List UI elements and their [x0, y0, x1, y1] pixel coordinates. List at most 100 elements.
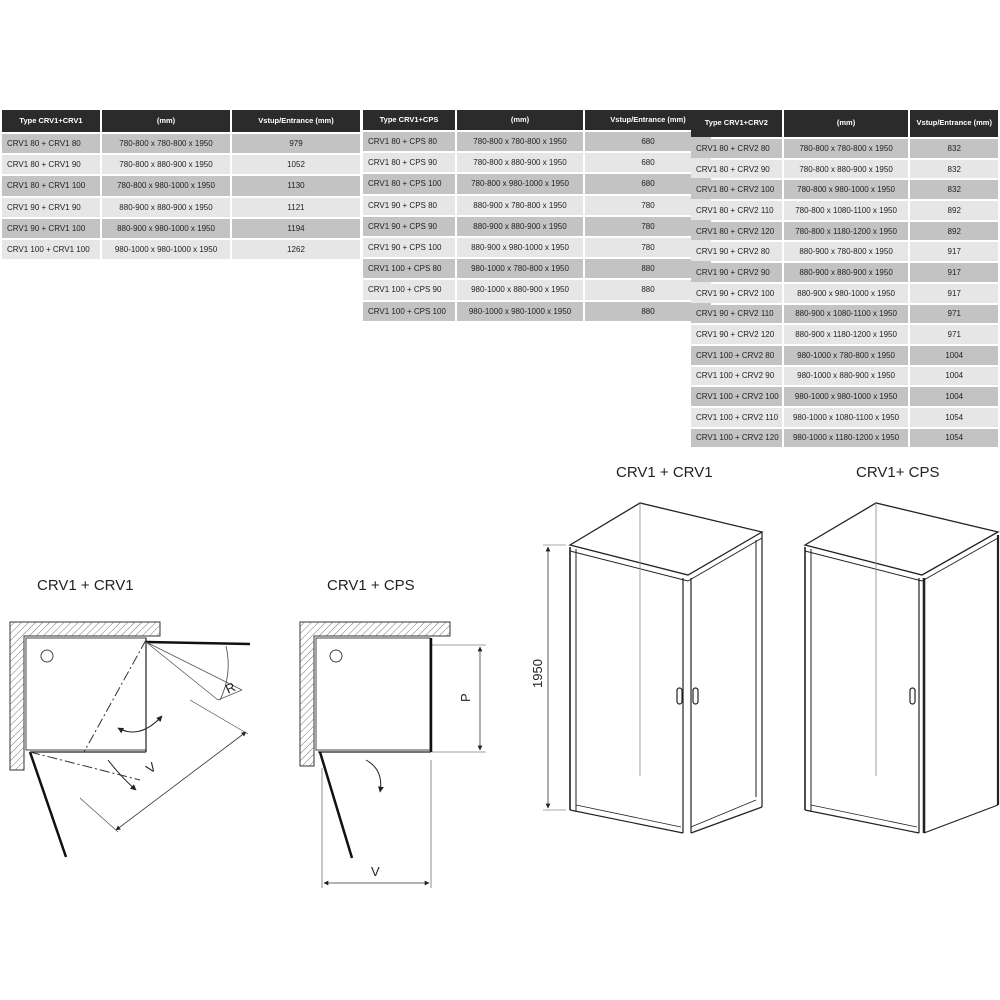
table-cell: 980-1000 x 880-900 x 1950: [457, 280, 583, 300]
plan2-label-p: P: [458, 693, 473, 702]
table-cell: 780: [585, 195, 711, 215]
table-cell: 780: [585, 237, 711, 258]
table-cell: CRV1 90 + CRV2 110: [691, 304, 782, 324]
table-cell: 680: [585, 132, 711, 152]
table-cell: 780-800 x 880-900 x 1950: [457, 153, 583, 173]
table-cell: 1052: [232, 155, 360, 175]
table-cell: 1262: [232, 239, 360, 260]
table-cell: 880-900 x 780-800 x 1950: [457, 195, 583, 215]
table-cell: CRV1 100 + CPS 100: [363, 301, 455, 321]
table-cell: 1054: [910, 407, 998, 427]
plan2-title: CRV1 + CPS: [327, 577, 415, 594]
table-cell: CRV1 100 + CRV1 100: [2, 239, 100, 260]
table-header-cell: Vstup/Entrance (mm): [232, 110, 360, 132]
table-cell: CRV1 90 + CRV2 90: [691, 263, 782, 282]
table-cell: 780-800 x 980-1000 x 1950: [102, 176, 230, 196]
table-cell: CRV1 80 + CRV2 110: [691, 201, 782, 220]
plan-diagram-crv1-cps: P V: [299, 621, 486, 888]
table-cell: CRV1 80 + CRV2 80: [691, 139, 782, 158]
table-cell: CRV1 90 + CRV2 80: [691, 242, 782, 262]
table-header-row: Type CRV1+CRV2(mm)Vstup/Entrance (mm): [691, 110, 998, 137]
table-cell: 832: [910, 139, 998, 158]
table-cell: CRV1 80 + CRV2 90: [691, 159, 782, 179]
table-cell: CRV1 90 + CRV2 120: [691, 325, 782, 344]
table-cell: 780-800 x 780-800 x 1950: [457, 132, 583, 152]
table-cell: 880-900 x 880-900 x 1950: [783, 263, 909, 282]
table-header-cell: Type CRV1+CPS: [363, 110, 455, 130]
table-crv1-crv1: Type CRV1+CRV1(mm)Vstup/Entrance (mm) CR…: [0, 108, 362, 261]
plan2-label-v: V: [371, 864, 380, 879]
plan1-title: CRV1 + CRV1: [37, 577, 134, 594]
height-label: 1950: [530, 659, 545, 688]
table-cell: 880: [585, 280, 711, 300]
table-crv1-cps: Type CRV1+CPS(mm)Vstup/Entrance (mm) CRV…: [361, 108, 713, 323]
table-cell: 980-1000 x 980-1000 x 1950: [102, 239, 230, 260]
table-cell: 880: [585, 301, 711, 321]
table-cell: CRV1 80 + CPS 100: [363, 174, 455, 194]
table-cell: 980-1000 x 1080-1100 x 1950: [783, 407, 909, 427]
table-cell: CRV1 100 + CRV2 110: [691, 407, 782, 427]
iso-diagram-crv1-cps: [803, 502, 1000, 834]
table-cell: CRV1 80 + CRV1 100: [2, 176, 100, 196]
table-cell: 780-800 x 1180-1200 x 1950: [783, 221, 909, 241]
table-cell: CRV1 90 + CPS 100: [363, 237, 455, 258]
table-header-cell: (mm): [457, 110, 583, 130]
table-cell: CRV1 90 + CPS 80: [363, 195, 455, 215]
table-cell: 880-900 x 980-1000 x 1950: [102, 218, 230, 238]
table-cell: 880-900 x 880-900 x 1950: [457, 216, 583, 236]
table-cell: 880-900 x 980-1000 x 1950: [783, 283, 909, 303]
table-cell: 780-800 x 980-1000 x 1950: [457, 174, 583, 194]
table-cell: CRV1 90 + CPS 90: [363, 216, 455, 236]
table-cell: 880-900 x 880-900 x 1950: [102, 197, 230, 217]
table-header-cell: (mm): [783, 110, 909, 137]
table-cell: 680: [585, 174, 711, 194]
iso1-title: CRV1 + CRV1: [616, 464, 713, 481]
table-cell: 980-1000 x 1180-1200 x 1950: [783, 428, 909, 448]
table-cell: 780-800 x 780-800 x 1950: [783, 139, 909, 158]
table-cell: CRV1 100 + CRV2 120: [691, 428, 782, 448]
table-cell: 880: [585, 259, 711, 279]
iso2-title: CRV1+ CPS: [856, 464, 940, 481]
table-cell: CRV1 80 + CRV1 90: [2, 155, 100, 175]
table-cell: 1121: [232, 197, 360, 217]
table-cell: 1004: [910, 387, 998, 406]
table-cell: 980-1000 x 780-800 x 1950: [457, 259, 583, 279]
table-cell: CRV1 100 + CRV2 100: [691, 387, 782, 406]
table-cell: 1194: [232, 218, 360, 238]
table-cell: CRV1 100 + CPS 80: [363, 259, 455, 279]
table-cell: 979: [232, 134, 360, 154]
table-cell: 780-800 x 1080-1100 x 1950: [783, 201, 909, 220]
table-cell: 980-1000 x 980-1000 x 1950: [457, 301, 583, 321]
table-cell: 971: [910, 325, 998, 344]
table-cell: CRV1 80 + CRV2 100: [691, 180, 782, 200]
table-cell: 780-800 x 880-900 x 1950: [783, 159, 909, 179]
table-cell: CRV1 90 + CRV1 90: [2, 197, 100, 217]
table-cell: CRV1 100 + CRV2 80: [691, 345, 782, 365]
iso-diagram-crv1-crv1: [543, 502, 764, 834]
table-crv1-crv2: Type CRV1+CRV2(mm)Vstup/Entrance (mm) CR…: [689, 108, 1000, 449]
table-cell: 780-800 x 780-800 x 1950: [102, 134, 230, 154]
table-header-cell: Vstup/Entrance (mm): [910, 110, 998, 137]
table-header-cell: (mm): [102, 110, 230, 132]
